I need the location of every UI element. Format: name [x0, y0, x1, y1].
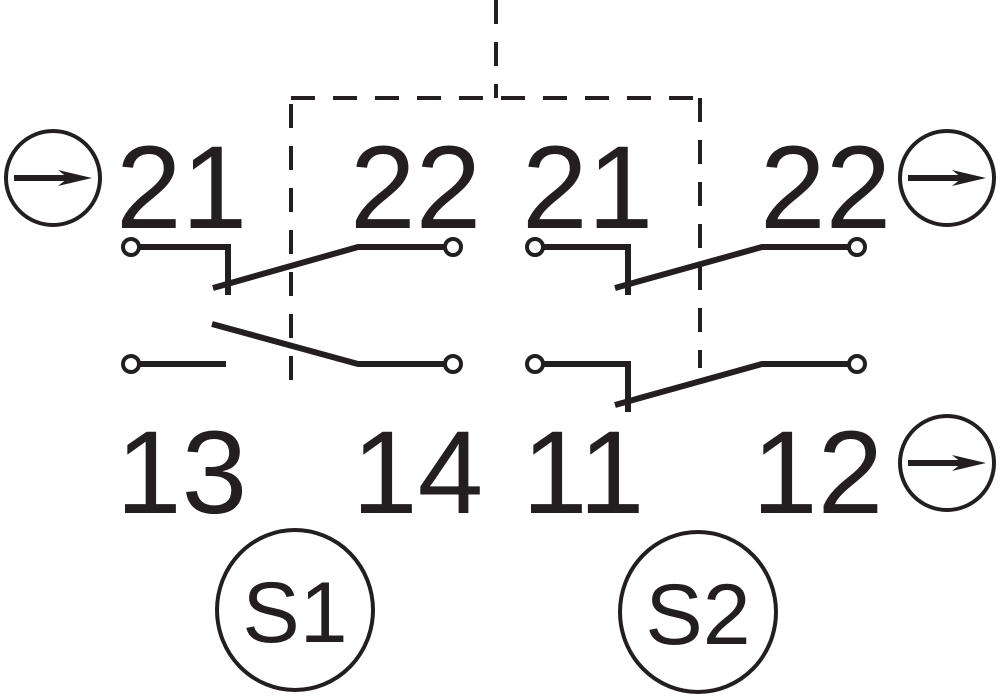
terminal-s1-14 — [443, 354, 463, 374]
switch-badge-s1: S1 — [215, 528, 375, 692]
terminal-s2-11 — [525, 354, 545, 374]
terminal-label-s1-21: 21 — [116, 122, 247, 254]
terminal-label-s1-22: 22 — [350, 122, 481, 254]
positive-opening-arrow-icon — [4, 129, 102, 227]
positive-opening-arrow-icon — [898, 129, 996, 227]
terminal-label-s2-11: 11 — [522, 407, 645, 539]
terminal-s2-22 — [847, 237, 867, 257]
terminal-label-s2-22: 22 — [760, 122, 891, 254]
positive-opening-arrow-icon — [898, 414, 996, 512]
s2-nc-contact — [525, 237, 867, 295]
terminal-label-s2-21: 21 — [522, 122, 653, 254]
terminal-s2-21 — [525, 237, 545, 257]
terminal-label-s2-12: 12 — [752, 407, 883, 539]
s1-nc-contact — [121, 237, 463, 295]
switch-label-s1: S1 — [242, 565, 347, 661]
switch-badge-s2: S2 — [618, 530, 778, 694]
terminal-s1-22 — [443, 237, 463, 257]
mechanical-link — [289, 0, 702, 380]
s2-nc-contact-lower — [525, 354, 867, 412]
s1-no-contact — [121, 321, 463, 374]
terminal-s2-12 — [847, 354, 867, 374]
terminal-s1-21 — [121, 237, 141, 257]
terminal-label-s1-14: 14 — [352, 407, 483, 539]
switch-label-s2: S2 — [645, 567, 750, 663]
terminal-s1-13 — [121, 354, 141, 374]
terminal-label-s1-13: 13 — [116, 407, 247, 539]
